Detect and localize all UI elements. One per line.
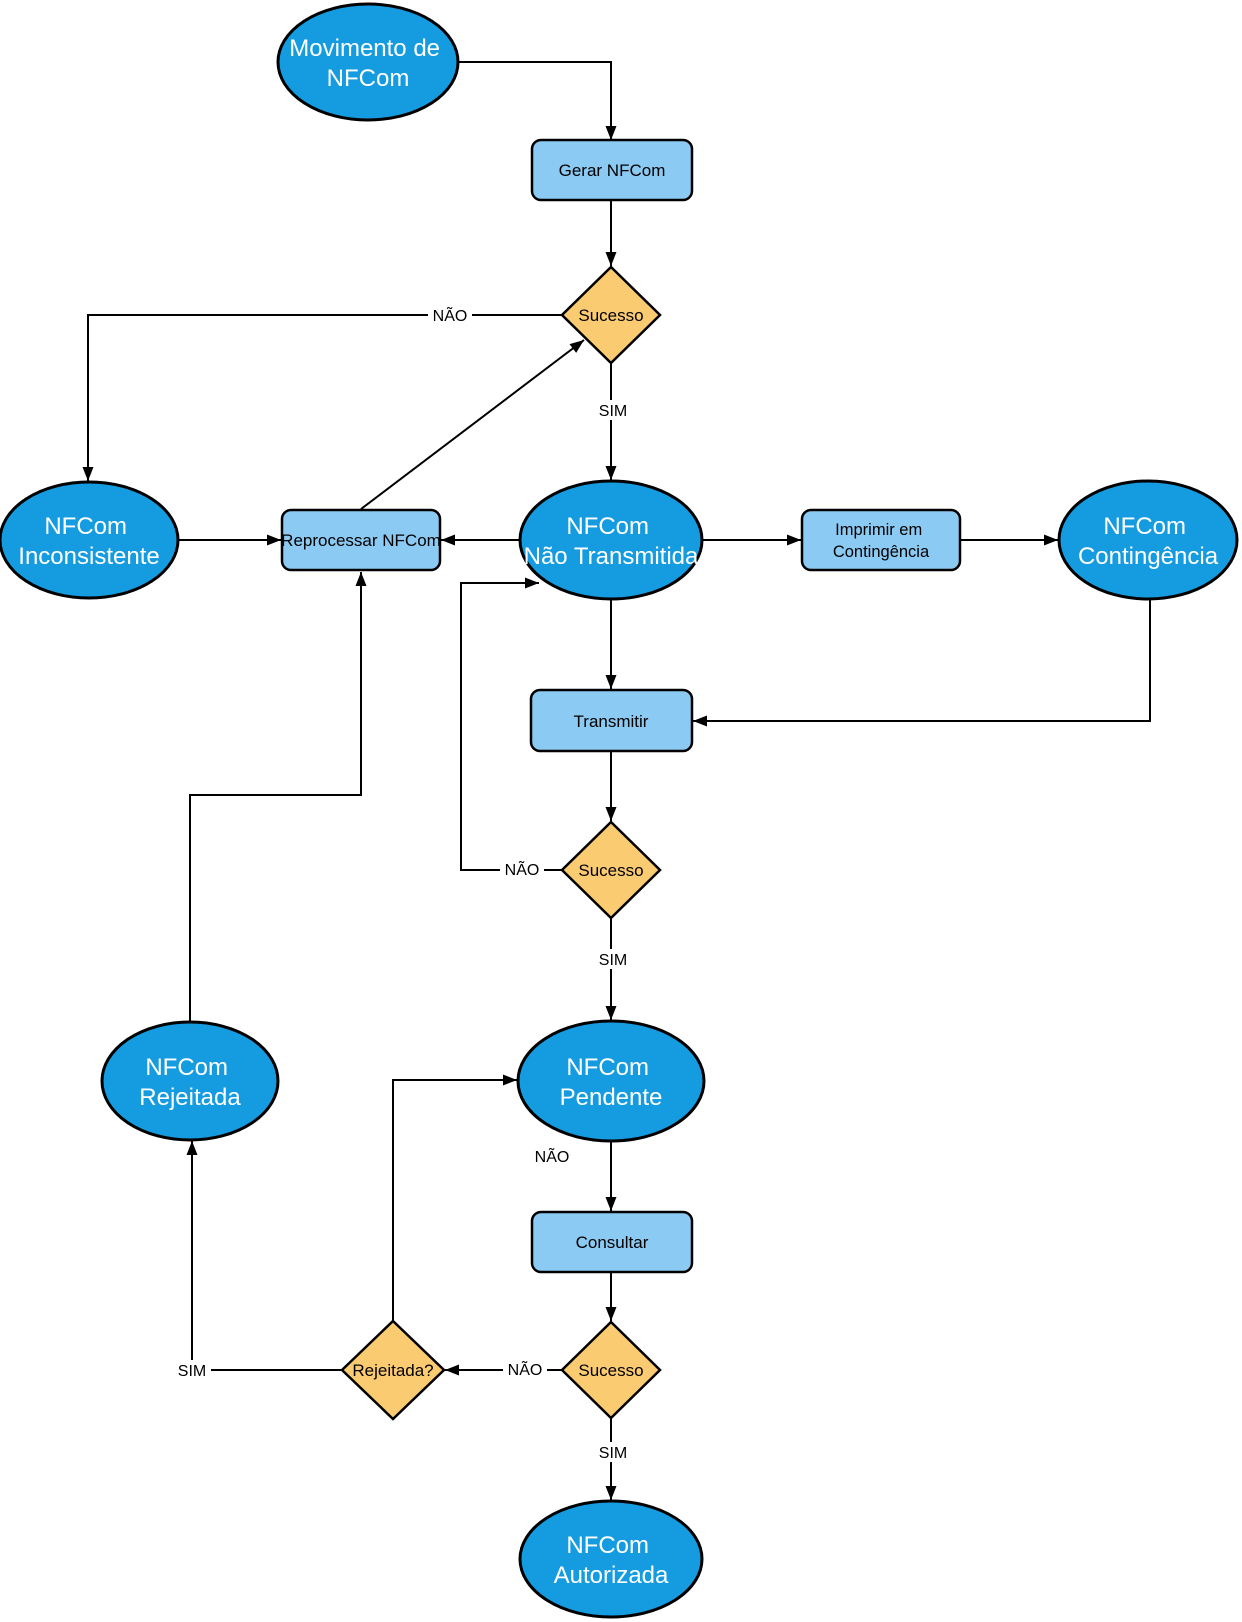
- edges: [82, 61, 1151, 1500]
- svg-text:SIM: SIM: [599, 403, 627, 420]
- transmitir-label: Transmitir: [574, 712, 649, 731]
- reprocessar-label: Reprocessar NFCom: [281, 531, 441, 550]
- inconsistente-label: NFCom Inconsistente: [18, 513, 159, 570]
- edge-label-gerar-sim: SIM: [596, 400, 630, 420]
- movimento-label: Movimento de NFCom: [289, 35, 446, 92]
- edge-rejeitada-q-nao-to-pendente: [392, 1074, 517, 1321]
- svg-text:NÃO: NÃO: [505, 859, 540, 879]
- edge-movimento-to-gerar: [458, 61, 617, 140]
- rejeitada-question-label: Rejeitada?: [352, 1361, 433, 1380]
- contingencia-label: NFCom Contingência: [1078, 513, 1219, 570]
- node-nfcom-contingencia: NFCom Contingência: [1057, 479, 1239, 601]
- rejeitada-question-shape: [340, 1319, 446, 1421]
- edge-rejeitada-to-reprocessar: [189, 572, 367, 1021]
- node-transmitir: Transmitir: [529, 688, 694, 753]
- node-nfcom-nao-transmitida: NFCom Não Transmitida: [518, 479, 704, 601]
- inconsistente-shape: [0, 480, 180, 600]
- gerar-label: Gerar NFCom: [559, 161, 666, 180]
- svg-text:SIM: SIM: [599, 952, 627, 969]
- edge-label-transmitir-sim: SIM: [596, 949, 630, 969]
- imprimir-label: Imprimir em Contingência: [833, 521, 930, 561]
- svg-text:SIM: SIM: [599, 1445, 627, 1462]
- rejeitada-shape: [100, 1020, 280, 1142]
- edge-label-transmitir-nao: NÃO: [500, 859, 544, 879]
- reprocessar-shape: [280, 508, 442, 572]
- consultar-shape: [530, 1210, 694, 1274]
- node-nfcom-pendente: NFCom Pendente: [516, 1019, 706, 1143]
- svg-text:NÃO: NÃO: [433, 305, 468, 325]
- edge-label-gerar-nao: NÃO: [428, 305, 472, 325]
- autorizada-label: NFCom Autorizada: [554, 1532, 669, 1589]
- svg-text:SIM: SIM: [178, 1363, 206, 1380]
- sucesso-consulta-shape: [560, 1320, 662, 1420]
- node-sucesso-consulta: Sucesso: [560, 1320, 662, 1420]
- nao-transmitida-shape: [518, 479, 704, 601]
- gerar-shape: [530, 138, 694, 202]
- edge-rejeitada-q-sim-to-rejeitada: [186, 1141, 342, 1371]
- rejeitada-label: NFCom Rejeitada: [139, 1054, 241, 1111]
- edge-label-consulta-nao: NÃO: [503, 1359, 547, 1379]
- node-nfcom-inconsistente: NFCom Inconsistente: [0, 480, 180, 600]
- edge-label-rejeitada-sim: SIM: [173, 1360, 211, 1380]
- svg-text:NÃO: NÃO: [508, 1359, 543, 1379]
- node-sucesso-transmitir: Sucesso: [560, 820, 662, 920]
- contingencia-shape: [1057, 479, 1239, 601]
- node-rejeitada-question: Rejeitada?: [340, 1319, 446, 1421]
- edge-label-consulta-sim: SIM: [596, 1442, 630, 1462]
- pendente-shape: [516, 1019, 706, 1143]
- node-movimento-de-nfcom: Movimento de NFCom: [276, 2, 460, 122]
- movimento-shape: [276, 2, 460, 122]
- node-imprimir-em-contingencia: Imprimir em Contingência: [800, 508, 962, 572]
- edge-label-pendente-nao: NÃO: [530, 1146, 574, 1166]
- node-nfcom-autorizada: NFCom Autorizada: [518, 1499, 704, 1619]
- sucesso-gerar-shape: [560, 265, 662, 365]
- svg-text:NÃO: NÃO: [535, 1146, 570, 1166]
- edge-contingencia-to-transmitir: [693, 600, 1151, 727]
- node-consultar: Consultar: [530, 1210, 694, 1274]
- autorizada-shape: [518, 1499, 704, 1619]
- node-gerar-nfcom: Gerar NFCom: [530, 138, 694, 202]
- transmitir-shape: [529, 688, 694, 753]
- sucesso-transmitir-label: Sucesso: [578, 861, 643, 880]
- consultar-label: Consultar: [576, 1233, 649, 1252]
- pendente-label: NFCom Pendente: [560, 1054, 663, 1111]
- imprimir-shape: [800, 508, 962, 572]
- node-nfcom-rejeitada: NFCom Rejeitada: [100, 1020, 280, 1142]
- node-reprocessar-nfcom: Reprocessar NFCom: [280, 508, 442, 572]
- node-sucesso-gerar: Sucesso: [560, 265, 662, 365]
- nao-transmitida-label: NFCom Não Transmitida: [524, 513, 699, 570]
- sucesso-gerar-label: Sucesso: [578, 306, 643, 325]
- edge-reprocessar-to-sucesso: [360, 339, 585, 510]
- edge-sucesso-nao-to-inconsistente: [82, 314, 562, 481]
- sucesso-consulta-label: Sucesso: [578, 1361, 643, 1380]
- sucesso-transmitir-shape: [560, 820, 662, 920]
